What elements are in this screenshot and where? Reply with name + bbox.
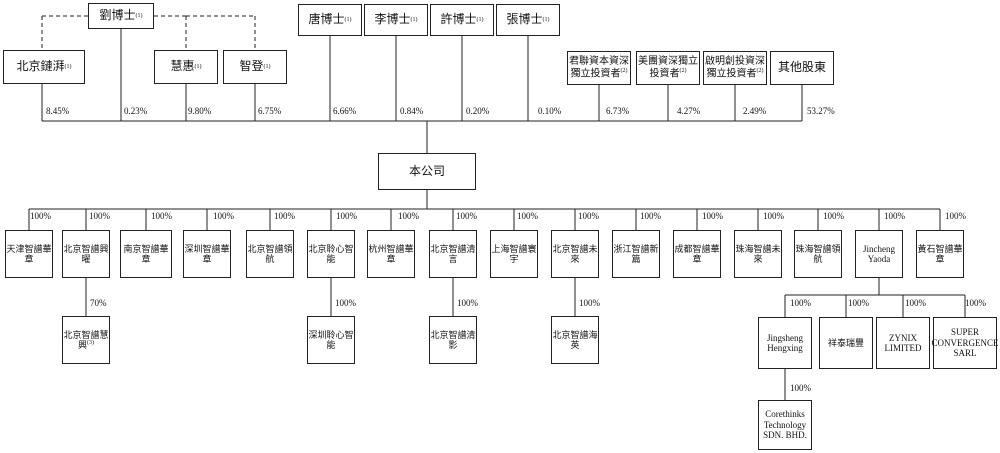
pct-holder: 6.75% xyxy=(258,106,282,116)
pct-sub: 100% xyxy=(213,211,234,221)
sub-box: 北京智譜領航 xyxy=(246,230,294,278)
pct-sub: 100% xyxy=(517,211,538,221)
holder-meituan-investor: 美團資深獨立投資者(2) xyxy=(636,51,700,85)
sub-box: 珠海智譜領航 xyxy=(794,230,842,278)
pct-second-tier: 70% xyxy=(90,298,107,308)
pct-sub: 100% xyxy=(89,211,110,221)
pct-holder: 53.27% xyxy=(807,106,835,116)
pct-sub: 100% xyxy=(640,211,661,221)
holder-dr-tang: 唐博士(1) xyxy=(298,4,362,36)
jincheng-sub-box: 祥泰瑞豐 xyxy=(819,317,873,369)
corethinks-box: Corethinks Technology SDN. BHD. xyxy=(758,400,812,450)
pct-jincheng-sub: 100% xyxy=(905,298,926,308)
sub-box: 北京智譜未來 xyxy=(551,230,599,278)
pct-sub: 100% xyxy=(884,211,905,221)
jincheng-sub-box: Jingsheng Hengxing xyxy=(758,317,812,369)
sub-box: 成都智譜華章 xyxy=(673,230,721,278)
pct-corethinks: 100% xyxy=(790,383,811,393)
pct-second-tier: 100% xyxy=(579,298,600,308)
holder-huihui: 慧惠(1) xyxy=(154,50,218,84)
second-tier-box: 北京智譜慧興(3) xyxy=(62,316,110,364)
pct-sub: 100% xyxy=(702,211,723,221)
sub-box: 黃石智譜華章 xyxy=(916,230,964,278)
holder-junlian-investor: 君聯資本資深獨立投資者(2) xyxy=(567,51,631,85)
jincheng-sub-box: ZYNIX LIMITED xyxy=(876,317,930,369)
pct-sub: 100% xyxy=(456,211,477,221)
pct-second-tier: 100% xyxy=(335,298,356,308)
pct-sub: 100% xyxy=(336,211,357,221)
pct-sub: 100% xyxy=(763,211,784,221)
pct-jincheng-sub: 100% xyxy=(848,298,869,308)
sub-box: 深圳智譜華章 xyxy=(183,230,231,278)
holder-dr-zhang: 張博士(1) xyxy=(496,4,560,36)
jincheng-sub-box: SUPER CONVERGENCE SARL xyxy=(932,317,999,369)
sub-box: 珠海智譜未來 xyxy=(734,230,782,278)
holder-dr-li: 李博士(1) xyxy=(364,4,428,36)
sub-box: Jincheng Yaoda xyxy=(855,230,903,278)
pct-holder: 6.66% xyxy=(333,106,357,116)
holder-dr-xu: 許博士(1) xyxy=(430,4,494,36)
pct-sub: 100% xyxy=(945,211,966,221)
pct-holder: 0.23% xyxy=(124,106,148,116)
holder-beijing-lianpai: 北京鏈湃(1) xyxy=(3,50,85,84)
pct-sub: 100% xyxy=(274,211,295,221)
holder-dr-liu: 劉博士(1) xyxy=(88,3,154,29)
pct-sub: 100% xyxy=(578,211,599,221)
pct-sub: 100% xyxy=(30,211,51,221)
pct-jincheng-sub: 100% xyxy=(790,298,811,308)
sub-box: 上海智譜寰宇 xyxy=(490,230,538,278)
sub-box: 北京聆心智能 xyxy=(307,230,355,278)
second-tier-box: 北京智譜海英 xyxy=(551,316,599,364)
second-tier-box: 深圳聆心智能 xyxy=(307,316,355,364)
pct-holder: 0.10% xyxy=(538,106,562,116)
pct-holder: 6.73% xyxy=(606,106,630,116)
pct-holder: 8.45% xyxy=(46,106,70,116)
pct-sub: 100% xyxy=(398,211,419,221)
pct-jincheng-sub: 100% xyxy=(965,298,986,308)
pct-holder: 0.84% xyxy=(400,106,424,116)
holder-qiming-investor: 啟明創投資深獨立投資者(2) xyxy=(703,51,767,85)
pct-sub: 100% xyxy=(823,211,844,221)
pct-holder: 9.80% xyxy=(188,106,212,116)
holder-zhideng: 智登(1) xyxy=(223,50,287,84)
sub-box: 北京智譜清言 xyxy=(429,230,477,278)
pct-sub: 100% xyxy=(151,211,172,221)
sub-box: 北京智譜興曜 xyxy=(62,230,110,278)
pct-holder: 4.27% xyxy=(677,106,701,116)
sub-box: 南京智譜華章 xyxy=(120,230,172,278)
sub-box: 杭州智譜華章 xyxy=(367,230,415,278)
sub-box: 天津智譜華章 xyxy=(5,230,53,278)
second-tier-box: 北京智譜清影 xyxy=(429,316,477,364)
holder-other-shareholders: 其他股東 xyxy=(770,51,834,85)
pct-holder: 2.49% xyxy=(743,106,767,116)
company-box: 本公司 xyxy=(378,153,476,190)
pct-second-tier: 100% xyxy=(457,298,478,308)
pct-holder: 0.20% xyxy=(466,106,490,116)
sub-box: 浙江智譜新篇 xyxy=(612,230,660,278)
